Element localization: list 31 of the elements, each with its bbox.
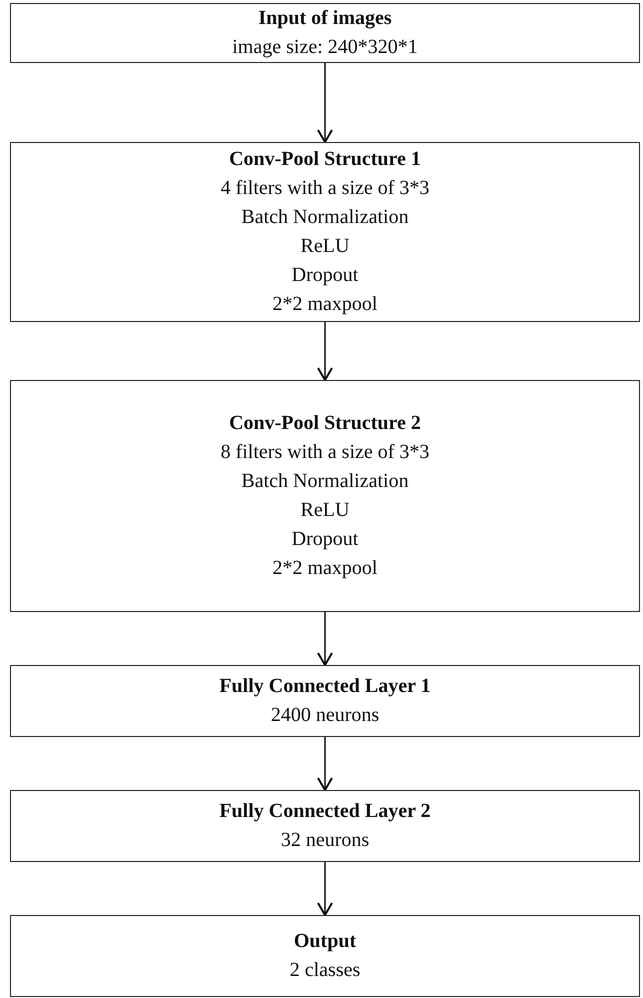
- layer-box: [10, 665, 640, 737]
- arrow: [317, 63, 333, 143]
- layer-detail: 2 classes: [290, 958, 360, 983]
- arrow: [317, 612, 333, 666]
- layer-detail: ReLU: [300, 234, 350, 259]
- layer-box: [10, 790, 640, 862]
- layer-detail: Dropout: [292, 527, 358, 552]
- layer-title: Output: [294, 929, 356, 954]
- layer-detail: ReLU: [300, 498, 350, 523]
- layer-box: [10, 3, 640, 63]
- layer-detail: 2400 neurons: [270, 703, 380, 728]
- layer-title: Fully Connected Layer 1: [219, 674, 431, 699]
- layer-detail: Batch Normalization: [241, 469, 409, 494]
- layer-title: Conv-Pool Structure 2: [229, 411, 421, 436]
- layer-detail: Batch Normalization: [241, 205, 409, 230]
- layer-detail: 2*2 maxpool: [272, 292, 378, 317]
- arrow: [317, 737, 333, 791]
- layer-box: [10, 915, 640, 997]
- layer-box: [10, 142, 640, 322]
- layer-detail: 8 filters with a size of 3*3: [220, 440, 430, 465]
- layer-title: Input of images: [258, 6, 392, 31]
- layer-title: Fully Connected Layer 2: [219, 799, 431, 824]
- layer-title: Conv-Pool Structure 1: [229, 147, 421, 172]
- arrow: [317, 322, 333, 381]
- layer-detail: Dropout: [292, 263, 358, 288]
- layer-box: [10, 380, 640, 612]
- layer-detail: 2*2 maxpool: [272, 556, 378, 581]
- layer-detail: 32 neurons: [280, 828, 370, 853]
- layer-detail: 4 filters with a size of 3*3: [220, 176, 430, 201]
- layer-detail: image size: 240*320*1: [232, 35, 418, 60]
- arrow: [317, 862, 333, 916]
